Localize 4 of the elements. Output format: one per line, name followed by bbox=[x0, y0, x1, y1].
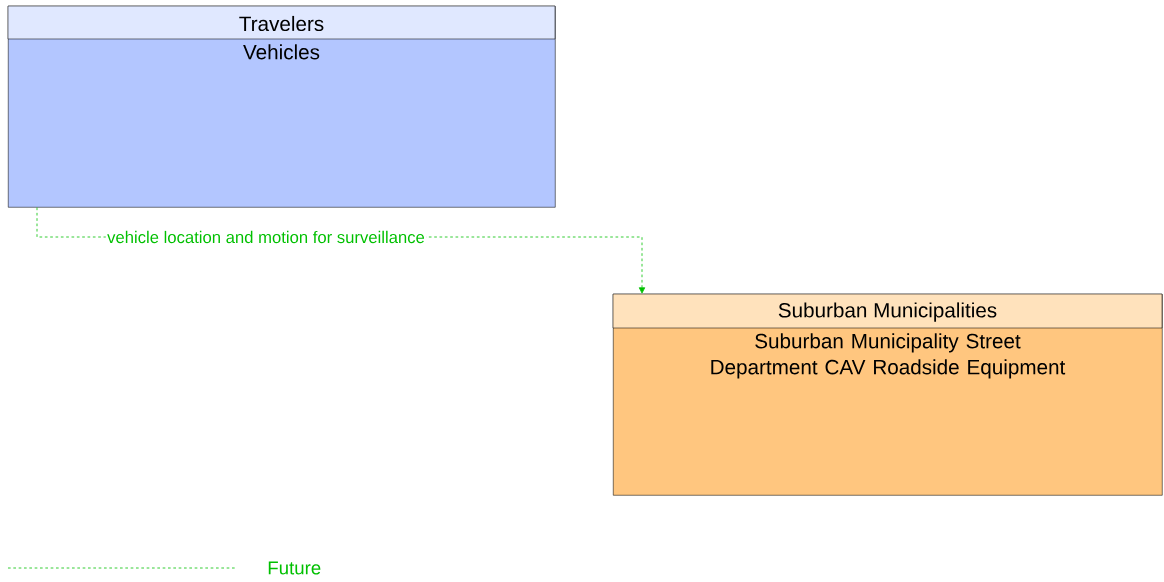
entity-box: Travelers Vehicles bbox=[7, 5, 556, 208]
edge-label: vehicle location and motion for surveillance bbox=[105, 229, 427, 245]
legend-label: Future bbox=[268, 561, 321, 575]
entity-box: Suburban Municipalities Suburban Municipality Street Department CAV Roadside Equipment bbox=[612, 293, 1163, 496]
